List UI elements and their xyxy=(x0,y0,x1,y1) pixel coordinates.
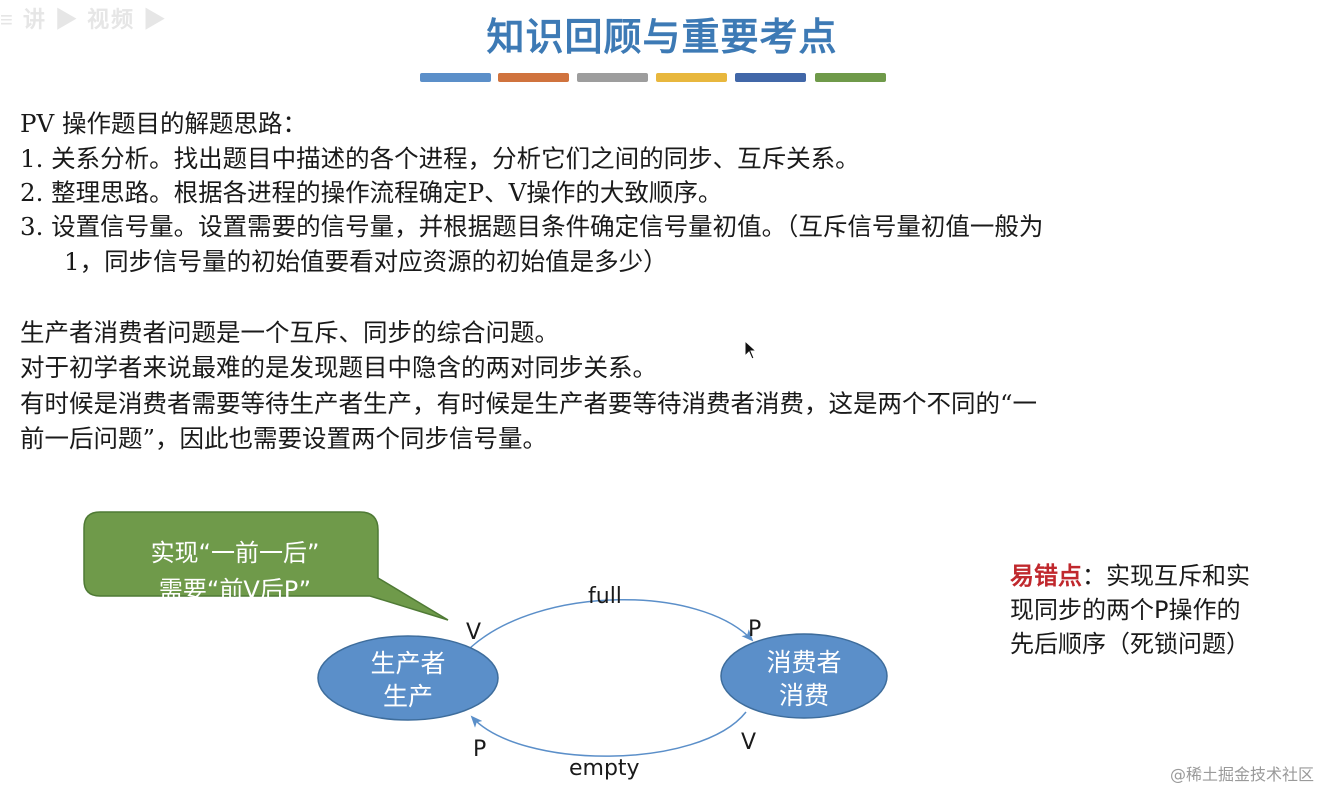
consumer-label-line-2: 消费 xyxy=(778,681,829,710)
step-3: 3. 设置信号量。设置需要的信号量，并根据题目条件确定信号量初值。（互斥信号量初… xyxy=(20,212,1044,241)
full-arrow xyxy=(469,598,754,649)
slide-title: 知识回顾与重要考点 xyxy=(486,15,838,59)
consumer-node xyxy=(720,633,888,719)
step-2: 2. 整理思路。根据各进程的操作流程确定P、V操作的大致顺序。 xyxy=(20,178,723,207)
empty-semaphore-label: empty xyxy=(569,756,640,781)
error-prone-note-line-3: 先后顺序（死锁问题） xyxy=(1010,630,1250,658)
step-3-continued: 1，同步信号量的初始值要看对应资源的初始值是多少） xyxy=(64,247,668,276)
producer-label-line-2: 生产 xyxy=(382,682,433,711)
color-bar-segment xyxy=(656,73,727,82)
producer-label-line-1: 生产者 xyxy=(370,649,446,678)
consumer-p-op-label: P xyxy=(748,617,762,642)
step-1: 1. 关系分析。找出题目中描述的各个进程，分析它们之间的同步、互斥关系。 xyxy=(20,144,860,173)
producer-p-op-label: P xyxy=(473,737,487,762)
steps-heading: PV 操作题目的解题思路： xyxy=(20,109,307,138)
consumer-v-op-label: V xyxy=(741,730,757,755)
video-logo-watermark: ≡ 讲 ▶ 视频 ▶ 视 xyxy=(0,7,175,30)
producer-node xyxy=(317,635,499,721)
color-bar-segment xyxy=(420,73,491,82)
site-watermark: @稀土掘金技术社区 xyxy=(1169,765,1314,784)
note-text-1: ：实现互斥和实 xyxy=(1082,562,1250,590)
empty-arrow xyxy=(470,711,747,757)
color-bar-segment xyxy=(735,73,806,82)
color-bar-segment xyxy=(815,73,886,82)
color-bar-segment xyxy=(498,73,569,82)
paragraph-2: 对于初学者来说最难的是发现题目中隐含的两对同步关系。 xyxy=(20,353,657,382)
paragraph-3-continued: 前一后问题”，因此也需要设置两个同步信号量。 xyxy=(20,424,548,453)
mouse-cursor-icon xyxy=(744,340,758,360)
full-semaphore-label: full xyxy=(588,584,622,609)
color-bar-segment xyxy=(577,73,648,82)
paragraph-3: 有时候是消费者需要等待生产者生产，有时候是生产者要等待消费者消费，这是两个不同的… xyxy=(20,389,1038,418)
error-prone-note-line-2: 现同步的两个P操作的 xyxy=(1010,596,1241,624)
callout-line-1: 实现“一前一后” xyxy=(150,539,320,567)
paragraph-1: 生产者消费者问题是一个互斥、同步的综合问题。 xyxy=(20,318,559,347)
consumer-label-line-1: 消费者 xyxy=(766,648,842,677)
error-prone-label: 易错点 xyxy=(1010,562,1082,590)
producer-v-op-label: V xyxy=(466,620,482,645)
callout-line-2: 需要“前V后P” xyxy=(158,576,312,604)
error-prone-note-line-1: 易错点：实现互斥和实 xyxy=(1010,564,1250,588)
callout-bubble xyxy=(83,511,449,621)
